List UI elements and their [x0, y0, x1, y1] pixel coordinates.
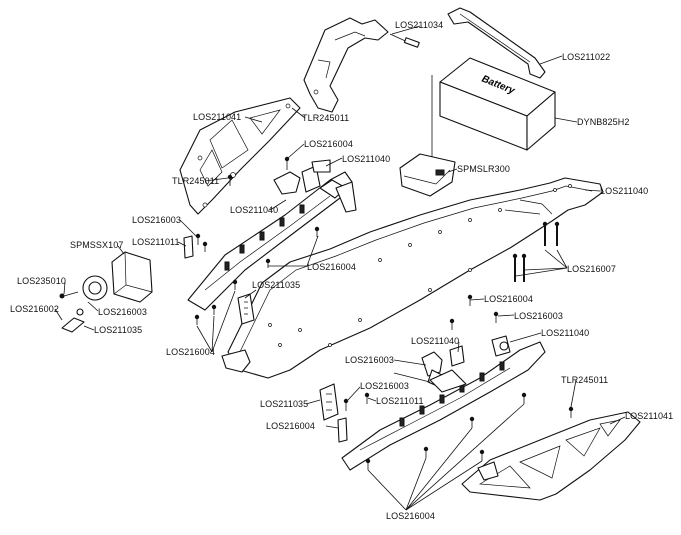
label-los211035-left: LOS211035 [252, 280, 301, 290]
left-side-rail [187, 171, 357, 311]
label-los216004-left: LOS216004 [166, 347, 215, 357]
label-los211040-right: LOS211040 [600, 186, 649, 196]
label-los211035-bottom: LOS211035 [260, 399, 309, 409]
label-los211034: LOS211034 [395, 20, 444, 30]
label-los216003-servo: LOS216003 [98, 307, 147, 317]
label-los216004-top: LOS216004 [304, 139, 353, 149]
label-los216003-center: LOS216003 [345, 355, 394, 365]
chassis-plate [221, 177, 604, 379]
label-los216007: LOS216007 [567, 264, 616, 274]
label-los211040-center: LOS211040 [411, 336, 460, 346]
label-tlr245011-top: TLR245011 [302, 113, 350, 123]
label-los216003-bottom: LOS216003 [360, 381, 409, 391]
lower-side-rail [341, 341, 546, 471]
label-los211041-top: LOS211041 [193, 112, 242, 122]
label-dynb825h2: DYNB825H2 [577, 117, 630, 127]
label-los211040-lower: LOS211040 [541, 328, 590, 338]
label-los211011-left: LOS211011 [132, 237, 180, 247]
label-los211035-servo: LOS211035 [94, 325, 143, 335]
long-screws [512, 221, 560, 282]
label-los216004-right: LOS216004 [484, 294, 533, 304]
receiver [399, 75, 456, 197]
battery-strap [447, 7, 546, 79]
left-top-brace [179, 97, 301, 215]
label-los211040-left: LOS211040 [230, 205, 279, 215]
upper-mounts [273, 159, 331, 195]
label-los216004-bottom: LOS216004 [386, 511, 435, 521]
servo-assembly [59, 235, 255, 333]
label-los211041-bottom: LOS211041 [625, 411, 674, 421]
lower-left-parts [319, 383, 348, 443]
lower-brace [461, 411, 641, 501]
label-los216004-mid: LOS216004 [307, 262, 356, 272]
label-tlr245011-left: TLR245011 [172, 176, 220, 186]
label-los211022: LOS211022 [562, 52, 611, 62]
label-spmslr300: SPMSLR300 [457, 164, 510, 174]
label-los216002: LOS216002 [10, 304, 59, 314]
label-los216003-right: LOS216003 [514, 311, 563, 321]
label-los235010: LOS235010 [17, 276, 66, 286]
label-los211040-top: LOS211040 [342, 154, 391, 164]
label-spmssx107: SPMSSX107 [70, 240, 124, 250]
label-tlr245011-bottom: TLR245011 [561, 375, 609, 385]
label-los216003-left: LOS216003 [132, 215, 181, 225]
leader-lines [54, 25, 626, 511]
top-brace [303, 17, 420, 113]
battery-pack: Battery [439, 57, 556, 151]
label-los211011-bottom: LOS211011 [376, 396, 424, 406]
label-los216004-bottomleft: LOS216004 [266, 421, 315, 431]
